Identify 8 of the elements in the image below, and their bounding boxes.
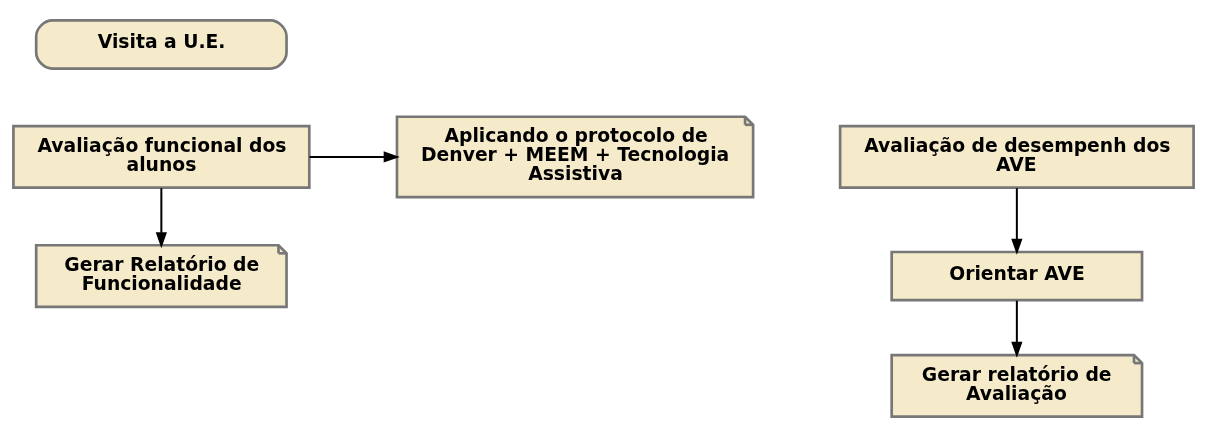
arrow: [155, 188, 167, 249]
node-box: Avaliação funcional dos alunos: [12, 124, 311, 190]
node-box: Avaliação de desempenh dos AVE: [838, 124, 1195, 190]
arrow: [309, 151, 400, 163]
node-box: Visita a U.E.: [34, 19, 288, 70]
node-box: Orientar AVE: [890, 250, 1144, 302]
arrow: [1011, 188, 1023, 255]
arrow: [1011, 300, 1023, 358]
